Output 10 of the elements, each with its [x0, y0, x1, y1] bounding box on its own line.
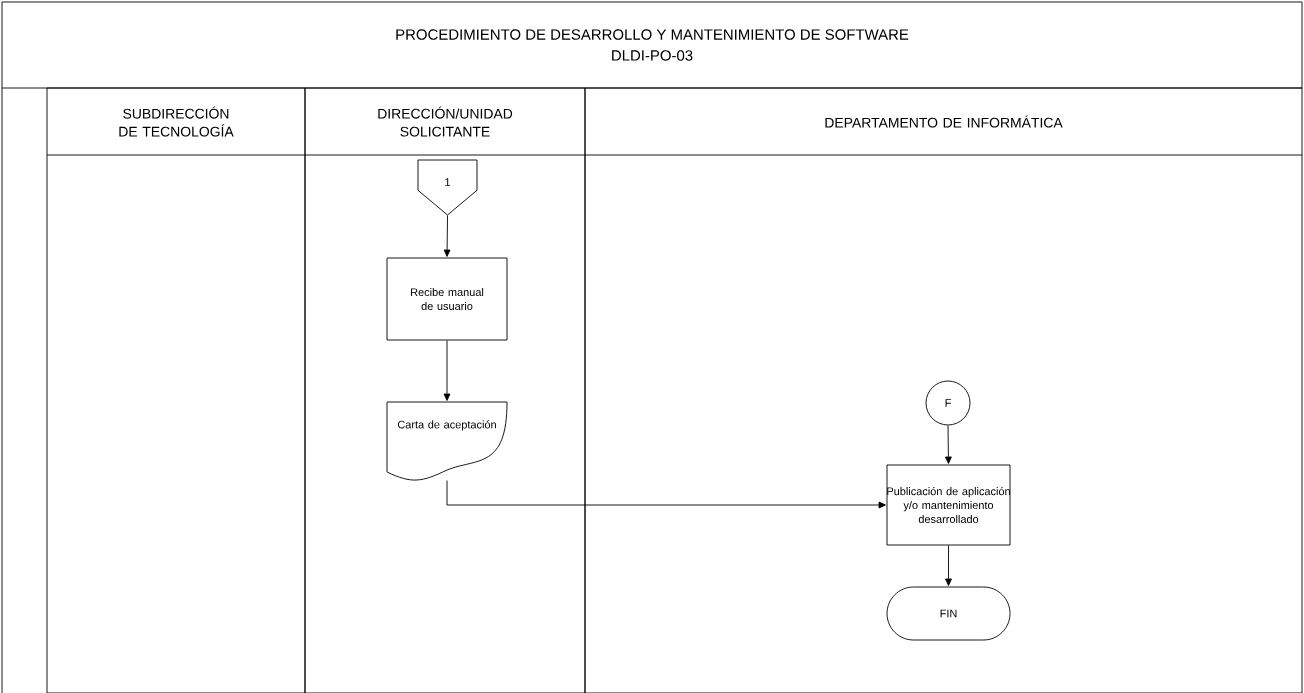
swimlane: SUBDIRECCIÓN DE TECNOLOGÍA	[46, 87, 306, 693]
process-box: Recibe manual de usuario	[386, 257, 508, 341]
arrow	[945, 545, 952, 586]
arrow	[443, 340, 451, 401]
process-box: Publicación de aplicación y/o mantenimiento desarrollado	[886, 464, 1011, 546]
title-band: PROCEDIMIENTO DE DESARROLLO Y MANTENIMIENTO DE SOFTWARE DLDI-PO-03	[1, 1, 1303, 89]
off-page-connector: 1	[417, 159, 478, 216]
arrow	[945, 425, 952, 464]
arrow	[446, 480, 886, 509]
arrow	[443, 215, 451, 257]
